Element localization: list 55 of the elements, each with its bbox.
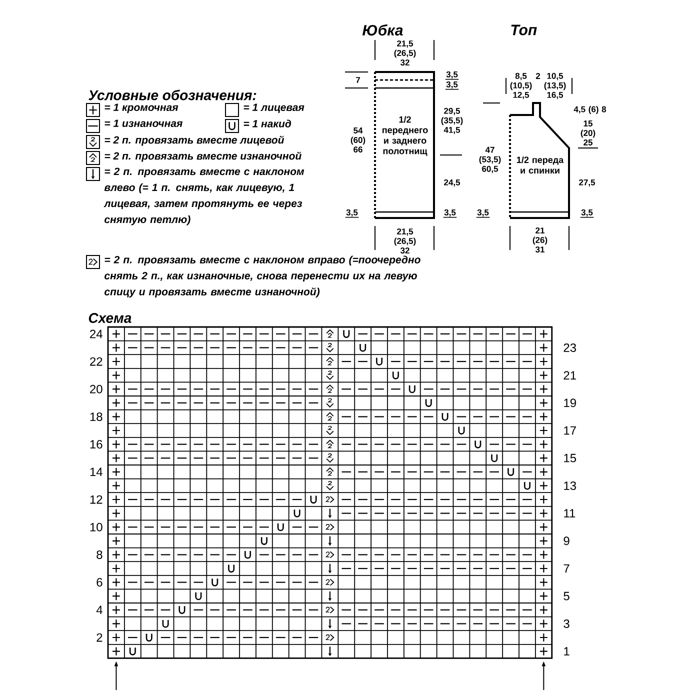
dimension-label: 3,5 [445,81,460,90]
row-number: 12 [90,495,102,504]
row-number: 11 [564,509,576,518]
dimension-label: 3,5 [476,209,490,218]
dimension-label: 27,5 [579,179,596,187]
legend-text: = 2 п. провязать вместе с наклоном влево (= 1 п. снять, как лицевую, 1 лицевая, затем протянуть ее через снятую петлю) [104,168,304,226]
row-number: 9 [564,536,570,546]
dimension-label: 3,5 [345,209,360,218]
legend-text: = 2 п. провязать вместе лицевой [104,136,284,146]
garment-schematic: 1/2 переднего и заднего полотнищ [374,71,435,219]
legend-text: = 1 кромочная [104,104,178,114]
row-number: 21 [564,371,576,380]
row-number: 13 [564,481,576,490]
legend-text: = 1 изнаночная [104,120,182,128]
row-number: 7 [564,564,570,573]
dimension-label: 3,5 [443,209,458,218]
dimension-label: 10,5 (13,5) 16,5 [544,72,566,100]
row-number: 20 [90,384,102,394]
dimension-label: 2 [536,73,540,79]
garment-schematic: 1/2 переда и спинки [509,102,570,219]
row-number: 3 [564,619,570,628]
row-number: 14 [90,468,102,476]
dimension-label: 21 (26) 31 [532,228,548,253]
row-number: 17 [564,426,576,435]
dimension-label: 8,5 (10,5) 12,5 [510,72,532,100]
row-number: 18 [90,412,102,421]
dimension-label: 21,5 (26,5) 32 [394,40,416,66]
row-number: 5 [564,592,570,600]
dimension-label: 21,5 (26,5) 32 [394,228,416,254]
schematic-title: Топ [511,24,537,36]
schematic-title: Юбка [362,24,403,36]
legend-text: = 2 п. провязать вместе изнаночной [104,152,302,162]
row-number: 10 [90,522,102,532]
row-number: 1 [564,647,570,656]
section-heading: Условные обозначения: [88,90,256,100]
row-number: 4 [96,606,102,614]
row-number: 15 [564,454,576,462]
dimension-label: 24,5 [444,179,460,187]
row-number: 8 [96,550,102,559]
legend-text: = 1 накид [244,120,292,128]
dimension-label: 3,5 [445,71,460,80]
dimension-label: 15 (20) 25 [580,120,596,146]
row-number: 24 [90,330,102,338]
dimension-label: 3,5 [580,209,594,218]
row-number: 6 [96,578,102,587]
row-number: 22 [90,357,102,366]
section-heading: Схема [88,313,132,323]
row-number: 2 [96,633,102,642]
row-number: 19 [564,398,576,408]
dimension-label: 47 (53,5) 60,5 [479,146,501,174]
legend-text: = 2 п. провязать вместе с наклоном вправо (=поочередно снять 2 п., как изнаночные, снова перенести их на левую спицу и провязать вместе изнаночной) [104,256,420,298]
legend-text: = 1 лицевая [244,104,304,113]
dimension-label: 54 (60) 66 [350,128,366,152]
row-number: 16 [90,440,102,449]
row-number: 23 [564,343,576,352]
